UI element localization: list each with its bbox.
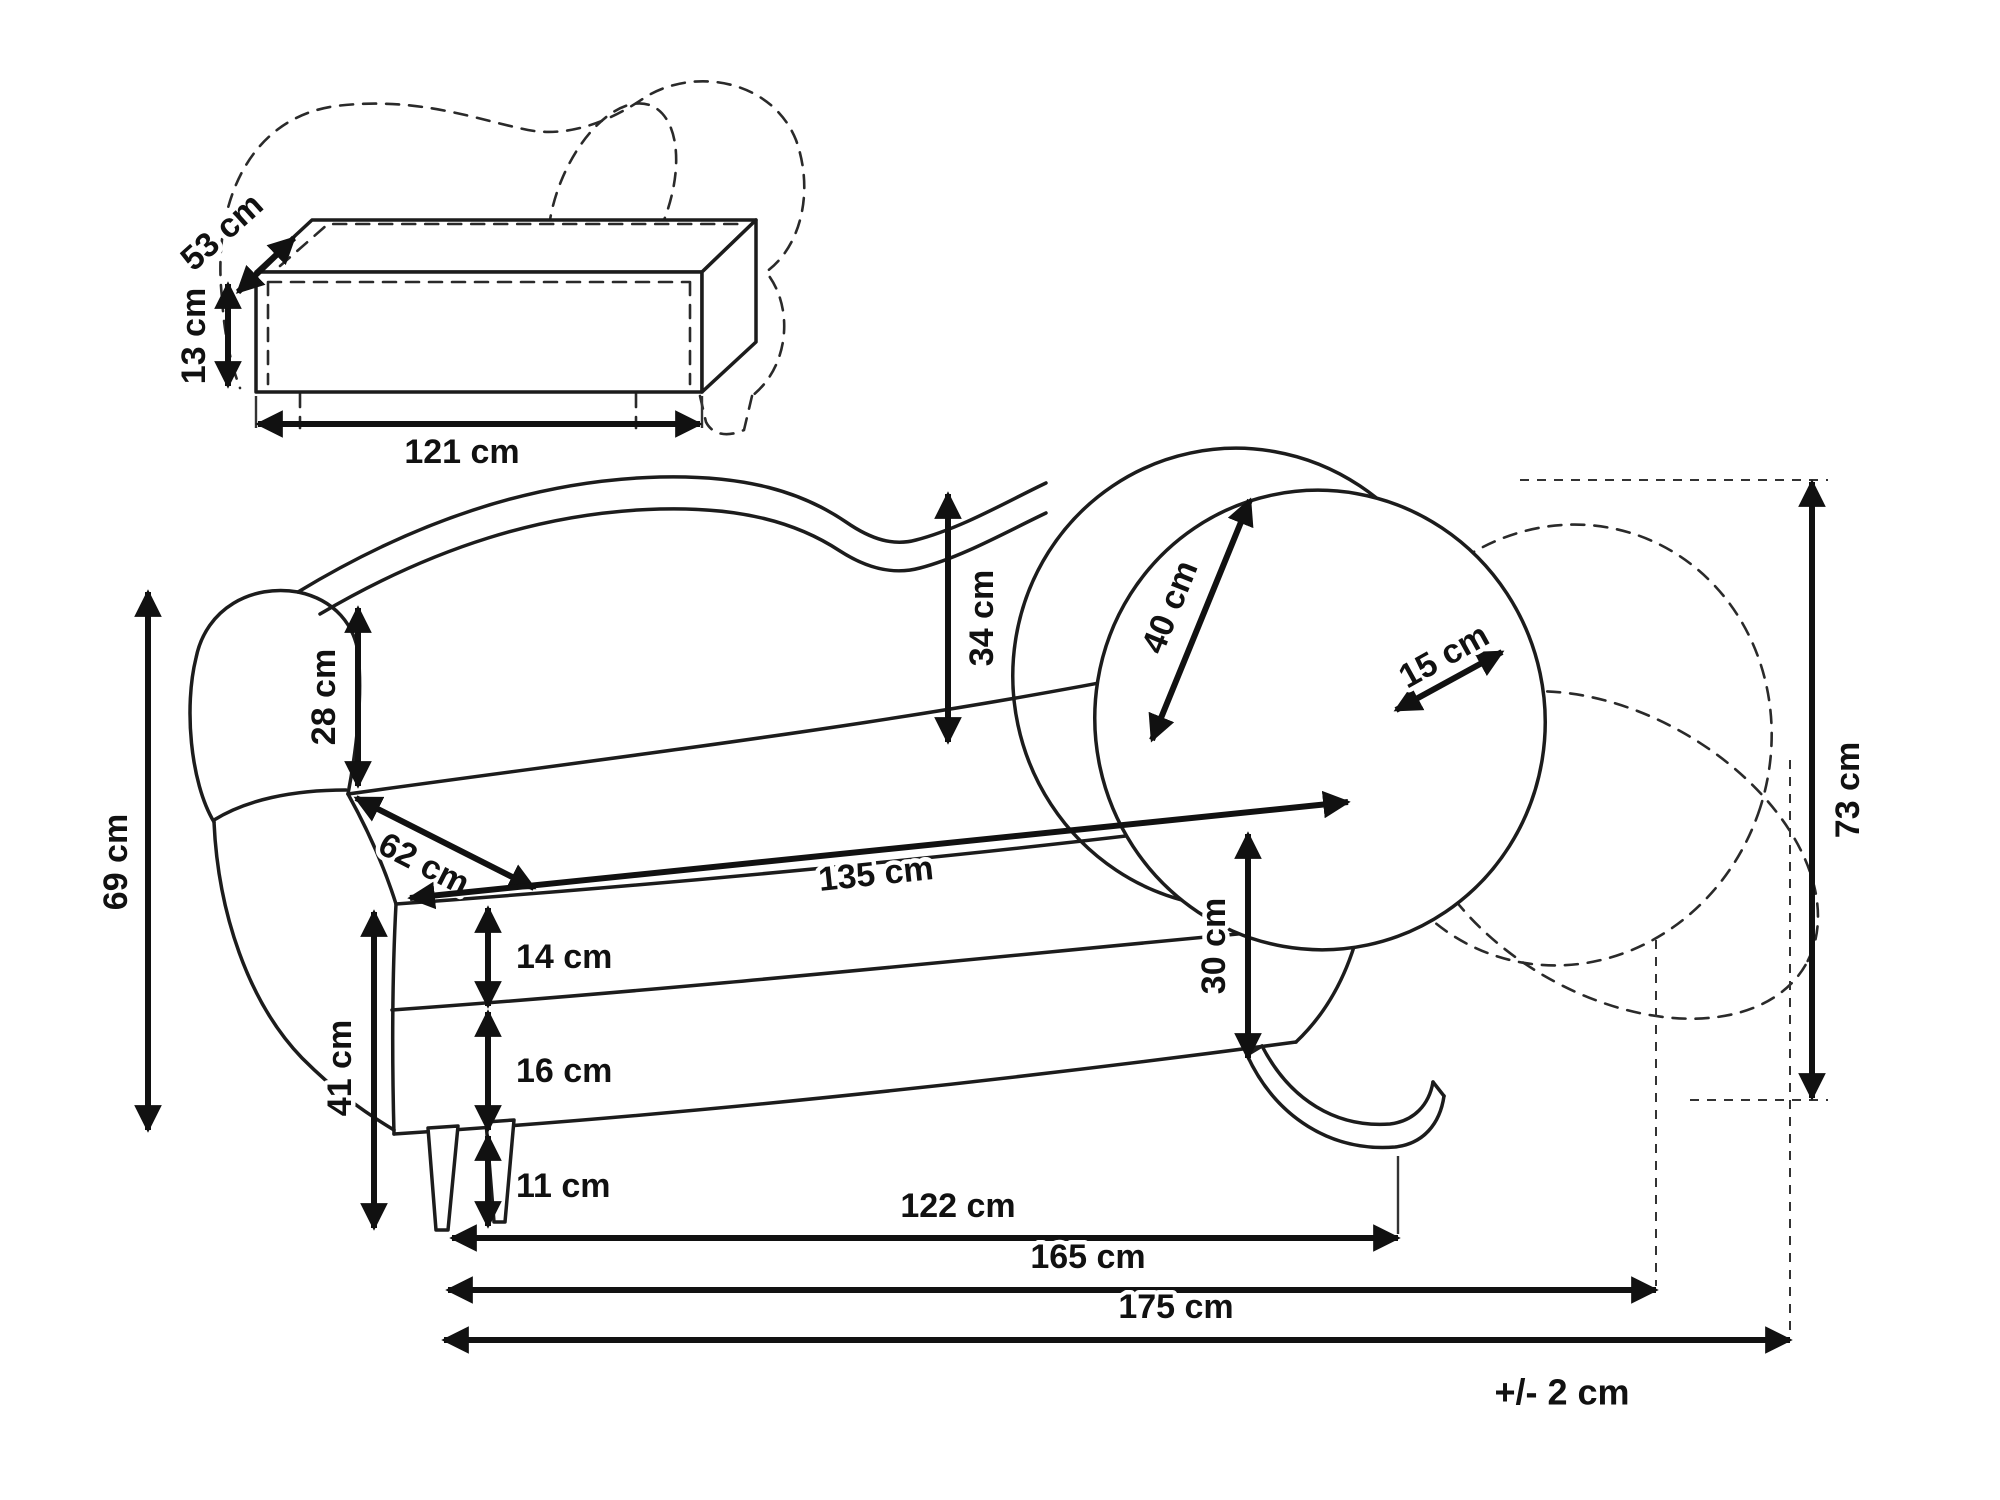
- armrest-cushion-depth-arrow: [1393, 649, 1505, 713]
- dim-storage-width: 121 cm: [254, 396, 704, 476]
- armrest-height-label: 73 cm: [1829, 742, 1867, 838]
- dim-back-cushion-height: 34 cm: [934, 491, 1006, 745]
- base-bottom-edge: [392, 1040, 1298, 1136]
- dim-storage-height: 13 cm: [171, 281, 242, 389]
- overall-length-label: 175 cm: [1118, 1288, 1233, 1326]
- front-left-edge: [390, 902, 398, 1136]
- dim-leg-height: 11 cm: [474, 1133, 615, 1229]
- rear-curved-leg: [1245, 1044, 1446, 1150]
- main-view-dimensions: 69 cm 28 cm 62 cm 34 cm 40 cm 15 cm 135 …: [93, 479, 1872, 1417]
- dim-base-right-height: 30 cm: [1191, 831, 1262, 1061]
- dim-seat-height: 41 cm: [317, 909, 388, 1231]
- dim-overall-height: 69 cm: [93, 589, 162, 1133]
- seat-cushion-front-height-label: 14 cm: [516, 938, 612, 976]
- seat-length-arrow: [407, 790, 1351, 910]
- leg-height-label: 11 cm: [516, 1167, 611, 1205]
- base-left-side: [212, 820, 396, 1132]
- storage-box-front-face: [254, 270, 704, 394]
- storage-width-label: 121 cm: [404, 433, 519, 471]
- dim-body-length: 165 cm: [445, 1234, 1659, 1304]
- dim-armrest-height: 73 cm: [1798, 479, 1872, 1101]
- dim-backrest-height: 28 cm: [301, 605, 372, 789]
- back-cushion-height-label: 34 cm: [963, 570, 1001, 666]
- body-length-label: 165 cm: [1030, 1238, 1145, 1276]
- seat-back-seam: [346, 660, 1207, 796]
- storage-box-top-face: [254, 218, 758, 274]
- chaise-silhouette-dashed: [219, 80, 806, 398]
- backrest-height-label: 28 cm: [305, 649, 343, 745]
- base-front-height-label: 16 cm: [516, 1052, 612, 1090]
- rear-leg-lower-line: [1245, 1053, 1446, 1150]
- dim-leg-span-length: 122 cm: [449, 1183, 1401, 1252]
- dim-overall-length: 175 cm: [441, 1284, 1793, 1354]
- cushion-base-seam: [390, 926, 1304, 1012]
- front-leg-left: [426, 1124, 460, 1232]
- tolerance-note: +/- 2 cm: [1494, 1372, 1629, 1413]
- seat-height-label: 41 cm: [321, 1020, 359, 1116]
- rear-leg-upper-line: [1260, 1044, 1435, 1127]
- base-right-height-label: 30 cm: [1195, 898, 1233, 994]
- storage-depth-label: 53 cm: [173, 186, 270, 279]
- leg-span-length-label: 122 cm: [900, 1187, 1015, 1225]
- storage-depth-arrow: [235, 235, 297, 295]
- armrest-width-arrow: [1148, 497, 1254, 743]
- dim-seat-cushion-front-height: 14 cm: [474, 905, 617, 1009]
- dim-seat-length: 135 cm: [407, 790, 1351, 910]
- storage-box-interior-dashed: [266, 222, 746, 386]
- storage-box: [254, 218, 758, 394]
- dim-base-front-height: 16 cm: [474, 1009, 617, 1133]
- right-armrest-front-face: [1093, 488, 1547, 952]
- backrest-top-edge: [296, 475, 1048, 594]
- storage-box-right-face: [700, 218, 758, 394]
- overall-height-label: 69 cm: [97, 814, 135, 910]
- left-armrest-inner-line: [212, 788, 348, 822]
- chaise-silhouette-foot-dashed: [698, 394, 754, 436]
- storage-compartment-view: 53 cm 13 cm 121 cm: [169, 80, 806, 476]
- storage-height-label: 13 cm: [175, 288, 213, 384]
